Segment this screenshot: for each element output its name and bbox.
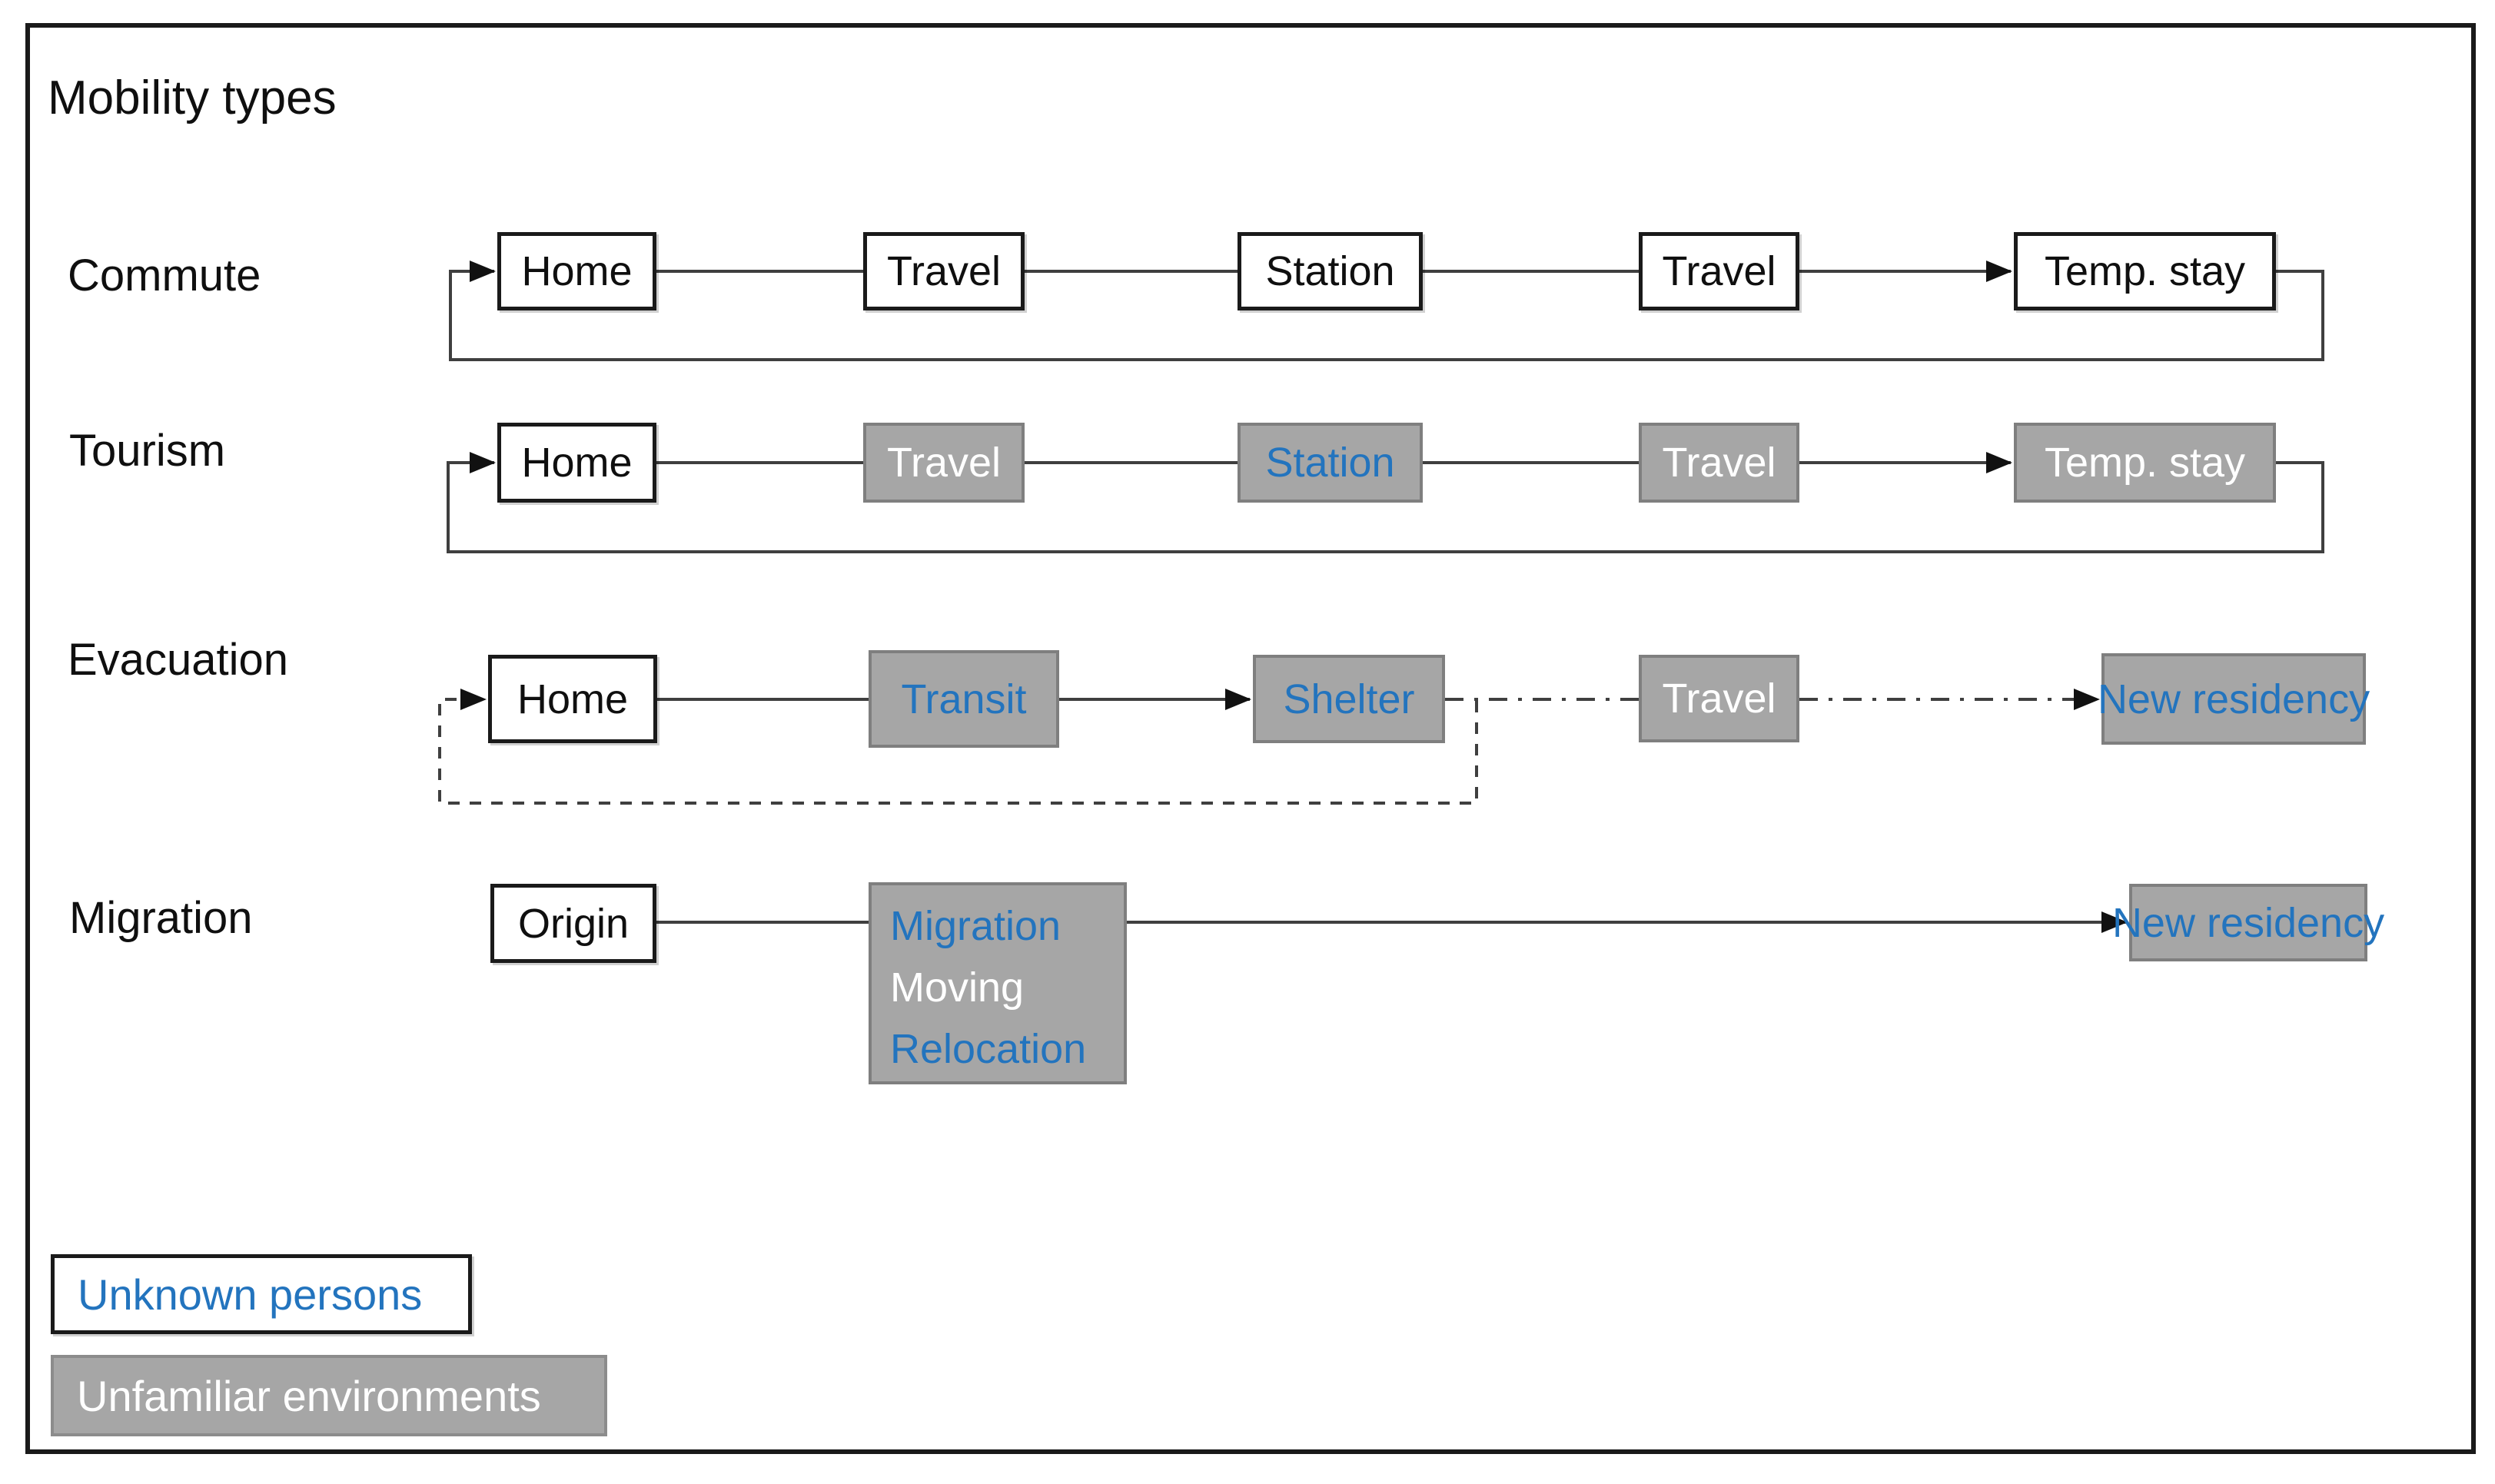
row-label-tourism: Tourism: [69, 426, 226, 476]
tourism-tempstay-box: Temp. stay: [2014, 423, 2276, 503]
row-label-evacuation: Evacuation: [68, 635, 288, 685]
row-label-commute: Commute: [68, 251, 261, 300]
tourism-travel-box-2: Travel: [1639, 423, 1799, 503]
legend-unknown-persons: Unknown persons: [51, 1254, 472, 1334]
evacuation-shelter-box: Shelter: [1253, 655, 1445, 743]
evacuation-dashed-return-loop-arrow: [438, 689, 1478, 805]
commute-travel-box-2: Travel: [1639, 232, 1799, 310]
row-label-migration: Migration: [69, 893, 253, 943]
commute-travel-box-1: Travel: [863, 232, 1025, 310]
evacuation-transit-box: Transit: [869, 650, 1059, 748]
commute-return-loop-arrow: [449, 261, 2324, 361]
legend-unfamiliar-environments: Unfamiliar environments: [51, 1355, 607, 1436]
commute-home-box: Home: [497, 232, 656, 310]
migration-process-box: Migration Moving Relocation: [869, 882, 1127, 1084]
migration-process-line-moving: Moving: [890, 964, 1025, 1011]
tourism-travel-box-1: Travel: [863, 423, 1025, 503]
tourism-station-box: Station: [1238, 423, 1423, 503]
migration-origin-box: Origin: [490, 884, 656, 963]
migration-process-line-relocation: Relocation: [890, 1025, 1087, 1072]
migration-newresidency-box: New residency: [2112, 884, 2384, 961]
evacuation-newresidency-box: New residency: [2098, 653, 2370, 745]
evacuation-home-box: Home: [488, 655, 657, 743]
tourism-home-box: Home: [497, 423, 656, 503]
tourism-return-loop-arrow: [447, 452, 2324, 553]
commute-station-box: Station: [1238, 232, 1423, 310]
commute-tempstay-box: Temp. stay: [2014, 232, 2276, 310]
migration-process-line-migration: Migration: [890, 903, 1061, 949]
page-title: Mobility types: [48, 71, 337, 124]
evacuation-travel-box: Travel: [1639, 655, 1799, 742]
